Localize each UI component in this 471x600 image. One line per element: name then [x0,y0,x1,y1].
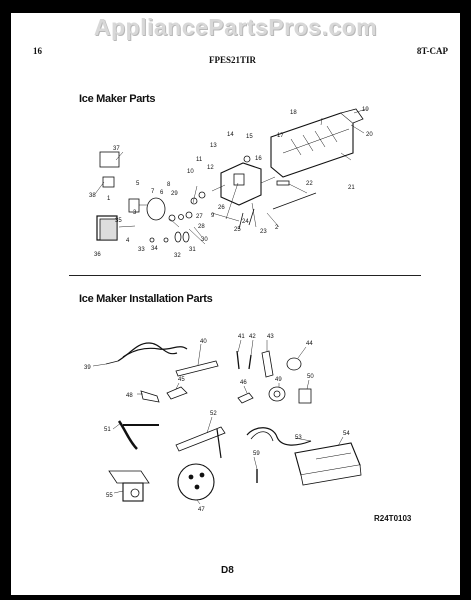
callout-30: 30 [201,237,208,243]
callout-27: 27 [196,214,203,220]
callout-49: 49 [275,377,282,383]
installation-callouts: 39 40 41 42 43 44 45 46 48 49 50 51 52 5… [84,334,350,513]
callout-16: 16 [255,156,262,162]
callout-9: 9 [211,213,215,219]
callout-42: 42 [249,334,256,340]
ice-maker-assembly-drawing [94,108,367,245]
callout-15: 15 [246,134,253,140]
callout-12: 12 [207,165,214,171]
callout-48: 48 [126,393,133,399]
callout-38: 38 [89,193,96,199]
callout-10: 10 [187,169,194,175]
callout-25: 25 [234,227,241,233]
callout-18: 18 [290,110,297,116]
callout-20: 20 [366,132,373,138]
callout-44: 44 [306,341,313,347]
site-watermark: AppliancePartsPros.com [93,14,378,40]
callout-21: 21 [348,185,355,191]
exploded-parts-drawing: 37 38 1 35 36 34 33 32 31 30 5 6 7 8 29 … [84,107,373,513]
callout-6: 6 [160,190,164,196]
callout-53: 53 [295,435,302,441]
callout-11: 11 [196,157,203,163]
callout-24: 24 [242,219,249,225]
installation-parts-drawing [92,339,362,505]
callout-13: 13 [210,143,217,149]
footer-page-label: D8 [221,565,234,576]
callout-34: 34 [151,246,158,252]
callout-1: 1 [107,196,111,202]
page-number: 16 [33,46,42,56]
callout-47: 47 [198,507,205,513]
callout-37: 37 [113,146,120,152]
callout-7: 7 [151,189,155,195]
section-divider [69,275,421,276]
callout-23: 23 [260,229,267,235]
ice-maker-callouts: 37 38 1 35 36 34 33 32 31 30 5 6 7 8 29 … [89,107,373,259]
ice-maker-parts-title: Ice Maker Parts [79,93,156,105]
callout-4: 4 [126,238,130,244]
callout-51: 51 [104,427,111,433]
callout-54: 54 [343,431,350,437]
callout-45: 45 [178,377,185,383]
callout-17: 17 [277,133,284,139]
callout-26: 26 [218,205,225,211]
callout-14: 14 [227,132,234,138]
drawing-reference-code: R24T0103 [374,514,412,523]
callout-52: 52 [210,411,217,417]
callout-46: 46 [240,380,247,386]
callout-55: 55 [106,493,113,499]
installation-parts-title: Ice Maker Installation Parts [79,293,213,305]
callout-40: 40 [200,339,207,345]
callout-8: 8 [167,182,171,188]
callout-3: 3 [133,210,137,216]
callout-31: 31 [189,247,196,253]
callout-33: 33 [138,247,145,253]
callout-59: 59 [253,451,260,457]
callout-22: 22 [306,181,313,187]
callout-41: 41 [238,334,245,340]
callout-39: 39 [84,365,91,371]
callout-28: 28 [198,224,205,230]
callout-29: 29 [171,191,178,197]
model-number: FPES21TIR [209,55,257,65]
callout-2: 2 [275,225,279,231]
callout-36: 36 [94,252,101,258]
parts-diagram-page: AppliancePartsPros.com 16 FPES21TIR 8T-C… [11,13,460,595]
callout-5: 5 [136,181,140,187]
callout-19: 19 [362,107,369,113]
callout-43: 43 [267,334,274,340]
callout-50: 50 [307,374,314,380]
catalog-code: 8T-CAP [416,46,448,56]
callout-35: 35 [115,218,122,224]
callout-32: 32 [174,253,181,259]
